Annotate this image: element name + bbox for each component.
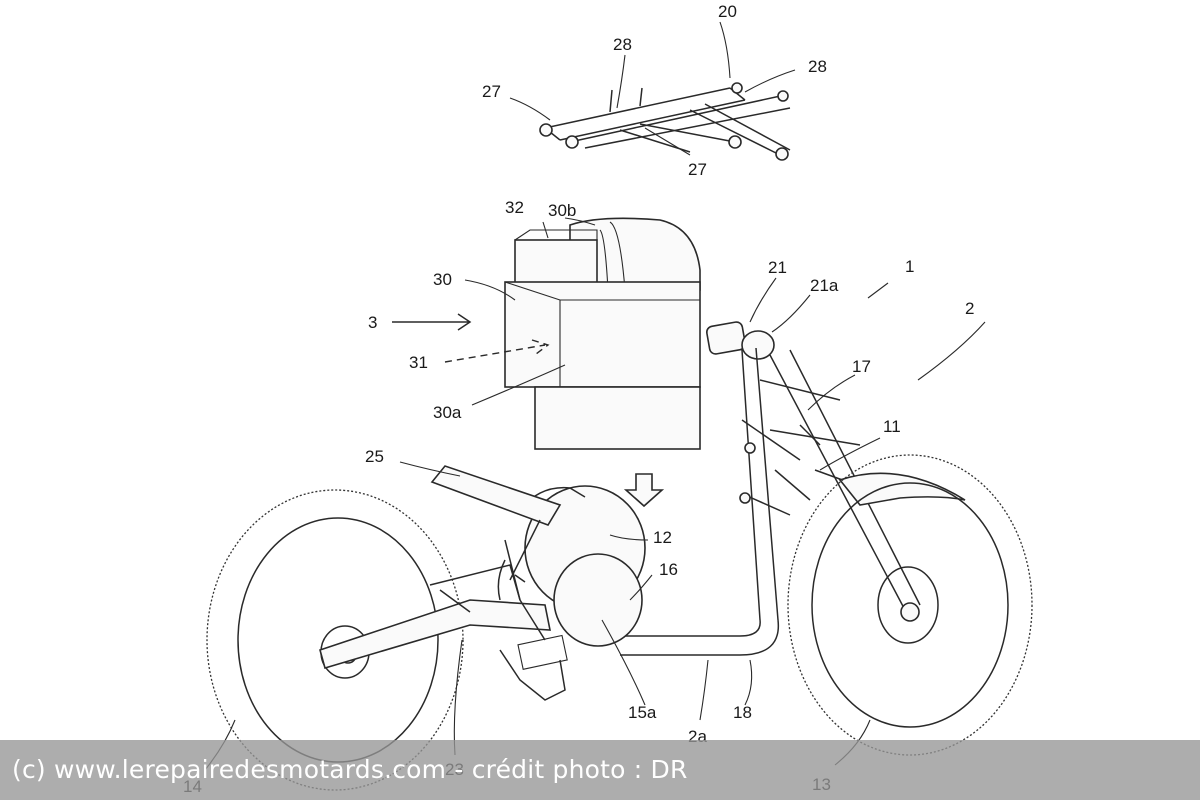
drivetrain: [319, 485, 646, 701]
label-27: 27: [688, 160, 707, 179]
rack-mount-icon: [565, 135, 579, 149]
label-3: 3: [368, 313, 377, 332]
label-11: 11: [883, 417, 901, 436]
vehicle-frame: [600, 321, 966, 656]
label-28: 28: [613, 35, 632, 54]
down-arrow-icon: [623, 473, 665, 508]
label-18: 18: [733, 703, 752, 722]
rack-mount-icon: [539, 123, 553, 137]
label-31: 31: [409, 353, 428, 372]
label-32: 32: [505, 198, 524, 217]
label-12: 12: [653, 528, 672, 547]
seat: [430, 465, 562, 526]
label-21: 21: [768, 258, 787, 277]
battery-unit: [504, 217, 701, 450]
label-30a: 30a: [433, 403, 462, 422]
rack-assembly: [539, 82, 791, 161]
label-30b: 30b: [548, 201, 576, 220]
insert-direction-icon: [444, 339, 550, 363]
insert-arrow-icon: [392, 313, 472, 331]
seat-post: [509, 519, 541, 581]
credit-bar: [0, 740, 1200, 800]
rack-mount-icon: [731, 82, 743, 94]
label-1: 1: [905, 257, 914, 276]
label-21a: 21a: [810, 276, 839, 295]
label-17: 17: [852, 357, 871, 376]
label-16: 16: [659, 560, 678, 579]
label-15a: 15a: [628, 703, 657, 722]
photo-credit: (c) www.lerepairedesmotards.com - crédit…: [12, 755, 688, 784]
label-27: 27: [482, 82, 501, 101]
label-20: 20: [718, 2, 737, 21]
label-30: 30: [433, 270, 452, 289]
rack-mount-icon: [728, 135, 742, 149]
label-28: 28: [808, 57, 827, 76]
rack-mount-icon: [775, 147, 789, 161]
rack-mount-icon: [777, 90, 789, 102]
front-wheel: [787, 454, 1033, 756]
label-2: 2: [965, 299, 974, 318]
label-25: 25: [365, 447, 384, 466]
